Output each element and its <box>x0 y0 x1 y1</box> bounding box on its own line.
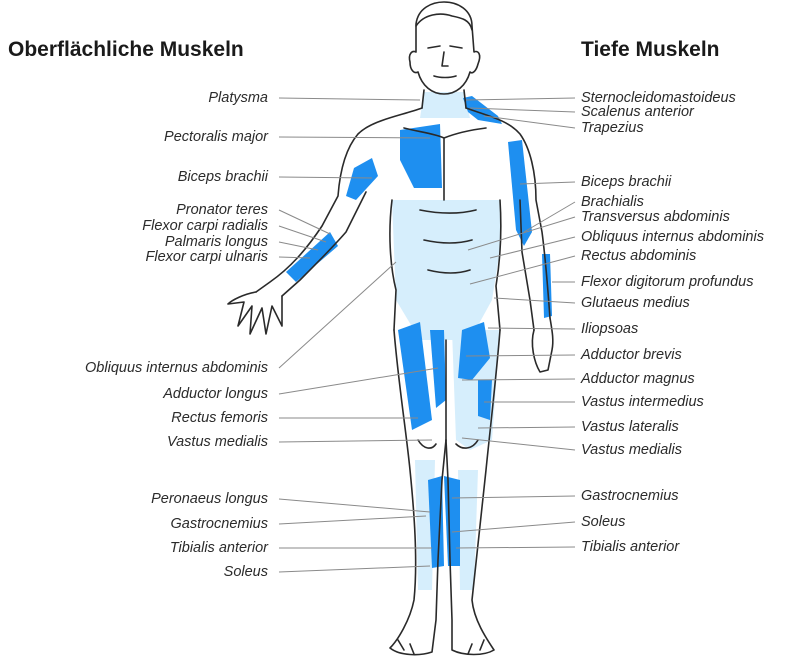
label-right-vastus-medialis: Vastus medialis <box>581 442 682 458</box>
right-biceps-muscle <box>508 140 532 246</box>
leader-line-left-pronator-teres <box>279 210 330 234</box>
hair-outline <box>416 14 472 30</box>
label-left-gastrocnemius: Gastrocnemius <box>170 516 268 532</box>
label-left-palmaris-longus: Palmaris longus <box>165 234 268 250</box>
label-right-flexor-digitorum-profundus: Flexor digitorum profundus <box>581 274 753 290</box>
label-right-tibialis-anterior: Tibialis anterior <box>581 539 679 555</box>
leader-line-left-vastus-medialis <box>279 440 432 442</box>
label-left-flexor-carpi-radialis: Flexor carpi radialis <box>142 218 268 234</box>
leader-line-right-glutaeus-medius <box>494 298 575 303</box>
label-right-iliopsoas: Iliopsoas <box>581 321 638 337</box>
face-nose-outline <box>442 52 448 66</box>
right-calf-muscle <box>444 476 460 566</box>
face-eyes-outline <box>428 46 462 48</box>
leader-line-right-biceps-brachii <box>520 182 575 184</box>
label-right-trapezius: Trapezius <box>581 120 644 136</box>
left-hand-outline <box>228 292 282 334</box>
label-left-soleus: Soleus <box>224 564 268 580</box>
pectoralis-muscle <box>400 124 442 188</box>
neck-light-region <box>420 92 470 118</box>
leader-line-left-platysma <box>279 98 420 100</box>
label-right-gastrocnemius: Gastrocnemius <box>581 488 679 504</box>
label-right-vastus-lateralis: Vastus lateralis <box>581 419 679 435</box>
label-left-vastus-medialis: Vastus medialis <box>167 434 268 450</box>
label-right-adductor-magnus: Adductor magnus <box>581 371 695 387</box>
label-left-flexor-carpi-ulnaris: Flexor carpi ulnaris <box>146 249 269 265</box>
leader-line-left-gastrocnemius <box>279 516 426 524</box>
label-right-soleus: Soleus <box>581 514 625 530</box>
leader-line-right-sternocleidomastoideus <box>466 98 575 100</box>
label-right-biceps-brachii: Biceps brachii <box>581 174 671 190</box>
label-left-rectus-femoris: Rectus femoris <box>171 410 268 426</box>
left-biceps-muscle <box>346 158 378 200</box>
feet-lines <box>398 640 484 654</box>
label-left-peronaeus-longus: Peronaeus longus <box>151 491 268 507</box>
right-adductor-magnus-muscle <box>478 380 492 420</box>
leader-line-left-soleus <box>279 566 430 572</box>
label-left-pectoralis-major: Pectoralis major <box>164 129 268 145</box>
leader-line-right-iliopsoas <box>488 328 575 329</box>
label-right-scalenus-anterior: Scalenus anterior <box>581 104 694 120</box>
label-left-biceps-brachii: Biceps brachii <box>178 169 268 185</box>
label-right-brachialis: Brachialis <box>581 194 644 210</box>
superficial-muscles-heading: Oberflächliche Muskeln <box>8 38 244 62</box>
leader-line-right-obliquus-internus-abdominis <box>490 237 575 258</box>
label-left-pronator-teres: Pronator teres <box>176 202 268 218</box>
label-right-transversus-abdominis: Transversus abdominis <box>581 209 730 225</box>
label-right-obliquus-internus-abdominis: Obliquus internus abdominis <box>581 229 764 245</box>
label-right-vastus-intermedius: Vastus intermedius <box>581 394 704 410</box>
right-hand-outline <box>532 318 552 372</box>
abdomen-light-region <box>452 210 492 295</box>
leader-line-right-brachialis <box>524 202 575 232</box>
deep-muscles-heading: Tiefe Muskeln <box>581 38 720 62</box>
label-left-obliquus-internus-abdominis: Obliquus internus abdominis <box>85 360 268 376</box>
label-right-rectus-abdominis: Rectus abdominis <box>581 248 696 264</box>
face-mouth-outline <box>434 76 456 78</box>
label-left-platysma: Platysma <box>208 90 268 106</box>
head-outline <box>409 2 479 94</box>
label-left-tibialis-anterior: Tibialis anterior <box>170 540 268 556</box>
leader-line-left-palmaris-longus <box>279 242 318 250</box>
label-right-glutaeus-medius: Glutaeus medius <box>581 295 690 311</box>
leader-line-left-peronaeus-longus <box>279 499 430 512</box>
label-left-adductor-longus: Adductor longus <box>163 386 268 402</box>
label-right-adductor-brevis: Adductor brevis <box>581 347 682 363</box>
